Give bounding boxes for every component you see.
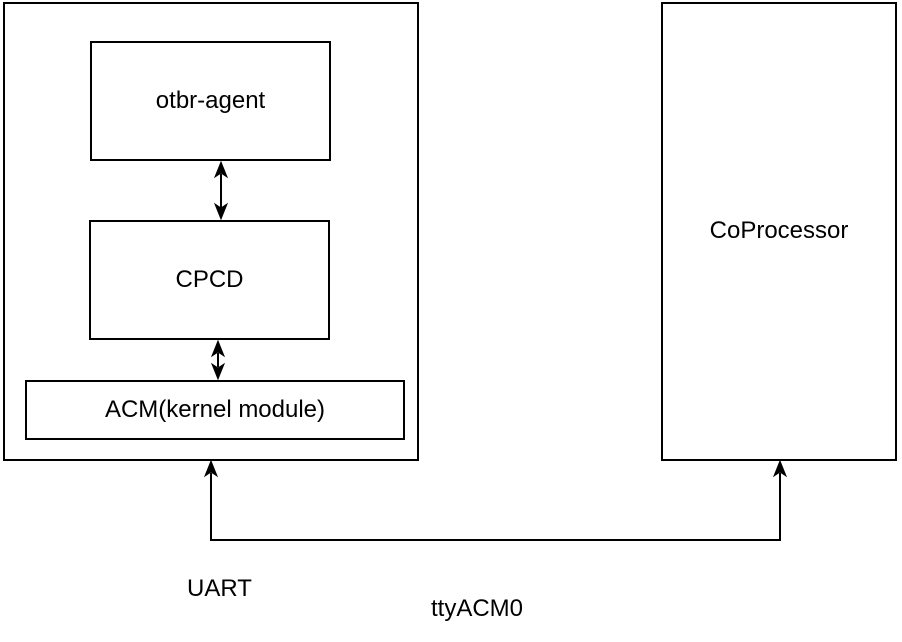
node-coprocessor: CoProcessor <box>661 2 897 461</box>
edge-label-ttyacm0: ttyACM0 <box>431 595 524 622</box>
edge-host-coprocessor-uart <box>203 459 788 541</box>
node-otbr-agent: otbr-agent <box>90 41 331 161</box>
node-acm-kernel-module: ACM(kernel module) <box>25 380 405 440</box>
node-cpcd: CPCD <box>89 220 330 340</box>
node-coprocessor-label: CoProcessor <box>709 217 849 245</box>
edge-label-uart: UART <box>187 575 252 602</box>
node-cpcd-label: CPCD <box>175 265 244 293</box>
node-otbr-agent-label: otbr-agent <box>155 86 266 114</box>
node-acm-kernel-module-label: ACM(kernel module) <box>104 395 326 423</box>
